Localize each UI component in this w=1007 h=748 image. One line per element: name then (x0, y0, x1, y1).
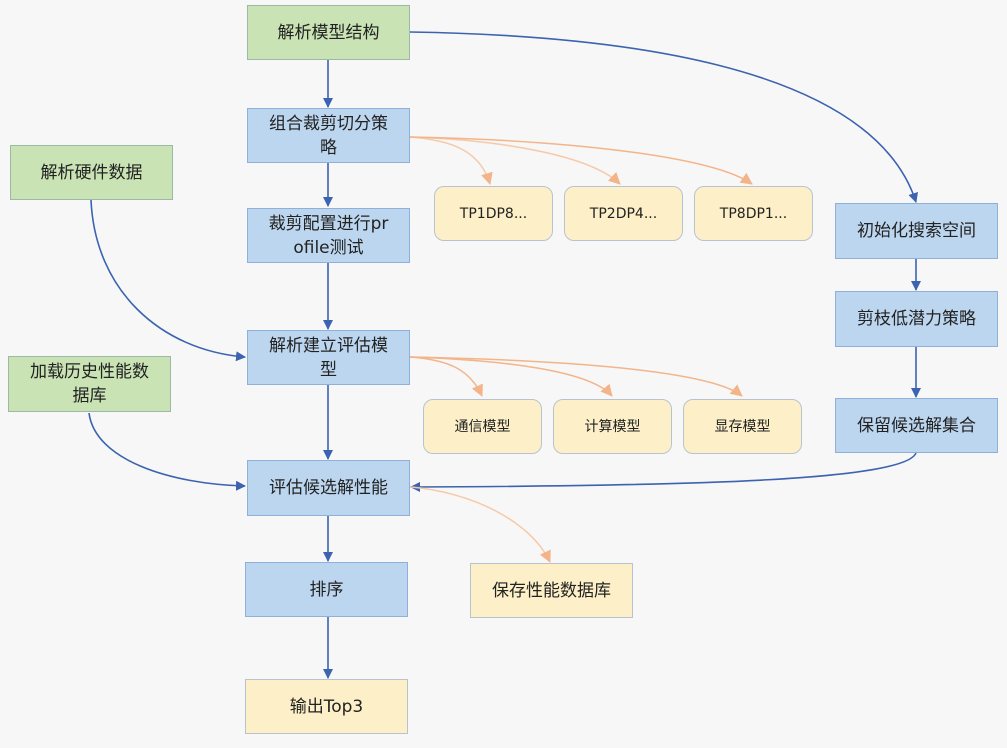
node-label: 裁剪配置进行profile测试 (268, 213, 389, 258)
edge-keep-to-eval (410, 452, 917, 492)
node-init-search: 初始化搜索空间 (835, 203, 998, 259)
edge-combine-to-tp8 (409, 136, 753, 185)
node-label: 保存性能数据库 (492, 580, 611, 601)
node-prune: 剪枝低潜力策略 (835, 291, 998, 347)
edge-eval-to-save (410, 486, 551, 563)
edge-history-to-eval (88, 412, 246, 491)
node-label: 加载历史性能数据库 (30, 362, 149, 406)
node-label: TP8DP1... (719, 205, 788, 222)
node-build-eval-model: 解析建立评估模型 (247, 330, 410, 385)
edge-build-to-compute (409, 356, 613, 397)
node-label: 输出Top3 (289, 696, 364, 717)
node-label: 通信模型 (454, 418, 511, 435)
node-label: 显存模型 (714, 418, 771, 435)
node-label: TP2DP4... (589, 205, 658, 222)
node-load-history: 加载历史性能数据库 (8, 356, 171, 412)
node-label: 解析建立评估模型 (269, 335, 388, 380)
edge-combine-to-tp2 (409, 136, 621, 185)
node-label: 评估候选解性能 (269, 478, 388, 498)
edge-build-to-memory (409, 356, 743, 397)
node-output-top3: 输出Top3 (245, 679, 408, 734)
edge-parse-to-init (409, 31, 918, 203)
node-strategy-tp1dp8: TP1DP8... (434, 186, 553, 241)
node-strategy-tp2dp4: TP2DP4... (564, 186, 683, 241)
node-save-db: 保存性能数据库 (470, 563, 633, 618)
node-eval-candidates: 评估候选解性能 (247, 460, 410, 516)
edge-build-to-comm (409, 356, 483, 397)
node-label: 解析模型结构 (277, 22, 380, 43)
node-label: 初始化搜索空间 (857, 221, 976, 241)
node-parse-model: 解析模型结构 (247, 5, 410, 60)
node-profile-test: 裁剪配置进行profile测试 (247, 208, 410, 263)
edge-hardware-to-build (90, 199, 246, 362)
node-parse-hardware: 解析硬件数据 (10, 145, 173, 200)
node-label: 计算模型 (584, 418, 641, 435)
node-label: 解析硬件数据 (40, 162, 143, 183)
node-label: TP1DP8... (459, 205, 528, 222)
node-label: 剪枝低潜力策略 (857, 309, 976, 329)
edge-combine-to-tp1 (409, 136, 493, 185)
node-label: 组合裁剪切分策略 (269, 113, 388, 158)
node-label: 保留候选解集合 (857, 415, 976, 436)
node-combine-strategy: 组合裁剪切分策略 (247, 108, 410, 163)
node-sort: 排序 (245, 562, 408, 617)
node-comm-model: 通信模型 (423, 399, 542, 454)
node-compute-model: 计算模型 (553, 399, 672, 454)
node-keep-candidates: 保留候选解集合 (835, 398, 998, 453)
node-memory-model: 显存模型 (683, 399, 802, 454)
node-strategy-tp8dp1: TP8DP1... (694, 186, 813, 241)
node-label: 排序 (309, 579, 344, 600)
